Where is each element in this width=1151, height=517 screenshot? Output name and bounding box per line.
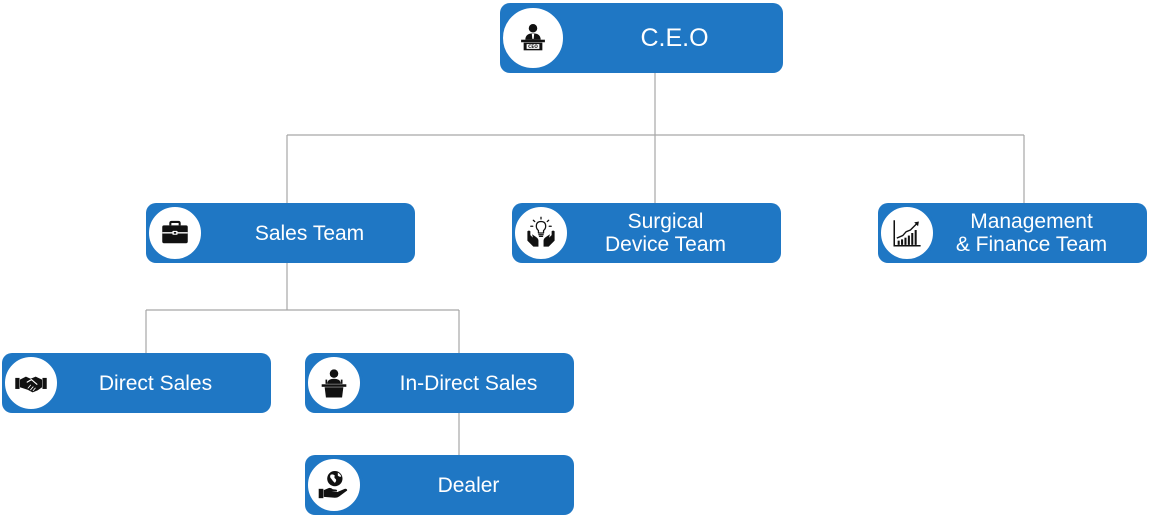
lightbulb-hands-icon (512, 204, 570, 262)
dealer-node: Dealer (305, 455, 574, 515)
surgical-device-team-label: Surgical Device Team (550, 203, 781, 263)
sales-team-node: Sales Team (146, 203, 415, 263)
ceo-icon-text: CEO (528, 44, 538, 50)
ceo-label: C.E.O (566, 3, 783, 73)
briefcase-icon (146, 204, 204, 262)
management-finance-team-label: Management & Finance Team (916, 203, 1147, 263)
sales-team-label: Sales Team (204, 203, 415, 263)
sales-team-label-line: Sales Team (254, 221, 365, 245)
ceo-label-line: C.E.O (640, 23, 709, 52)
indirect-sales-node: In-Direct Sales (305, 353, 574, 413)
management-label-line-2: & Finance Team (955, 233, 1108, 256)
indirect-sales-label: In-Direct Sales (363, 353, 574, 413)
indirect-sales-label-line: In-Direct Sales (399, 371, 538, 395)
management-label-line-1: Management (970, 210, 1093, 233)
direct-sales-label: Direct Sales (40, 353, 271, 413)
surgical-label-line-1: Surgical (627, 210, 704, 233)
direct-sales-label-line: Direct Sales (98, 371, 213, 395)
presenter-podium-icon (305, 354, 363, 412)
surgical-device-team-node: Surgical Device Team (512, 203, 781, 263)
management-finance-team-node: Management & Finance Team (878, 203, 1147, 263)
globe-hand-icon (305, 456, 363, 514)
handshake-icon (2, 354, 60, 412)
ceo-desk-icon: CEO (500, 5, 566, 71)
dealer-label: Dealer (363, 455, 574, 515)
growth-chart-icon (878, 204, 936, 262)
dealer-label-line: Dealer (437, 473, 500, 497)
direct-sales-node: Direct Sales (2, 353, 271, 413)
ceo-node: CEO C.E.O (500, 3, 783, 73)
surgical-label-line-2: Device Team (605, 233, 726, 256)
